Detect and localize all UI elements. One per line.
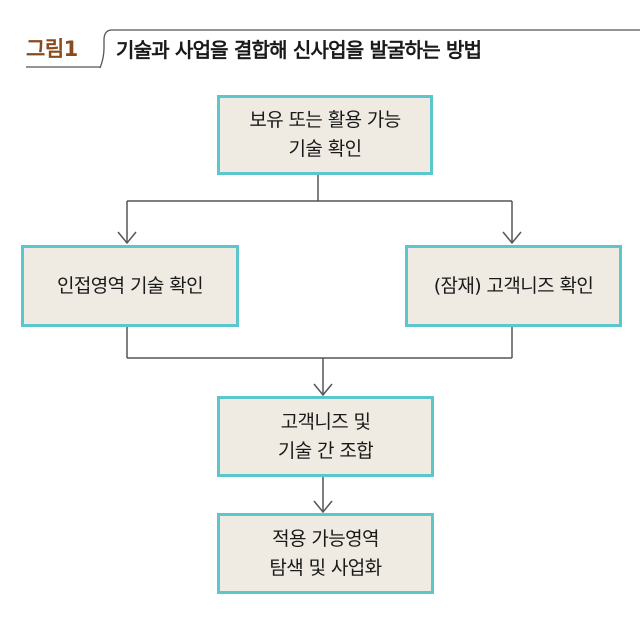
node-commercialization-line1: 적용 가능영역 [272, 527, 379, 550]
node-adjacent-technology: 인접영역 기술 확인 [21, 245, 239, 327]
figure-label: 그림1 [26, 37, 78, 61]
node-customer-needs-text: (잠재) 고객니즈 확인 [433, 274, 594, 297]
figure-header: 그림1 기술과 사업을 결합해 신사업을 발굴하는 방법 [0, 0, 640, 80]
node-commercialization-line2: 탐색 및 사업화 [269, 556, 382, 579]
node-combination-line1: 고객니즈 및 [280, 410, 371, 433]
arrowhead-merge [313, 383, 333, 397]
figure-title: 기술과 사업을 결합해 신사업을 발굴하는 방법 [116, 38, 482, 62]
arrowhead-step4 [313, 500, 333, 514]
arrowhead-left [117, 231, 137, 245]
node-owned-technology: 보유 또는 활용 가능 기술 확인 [217, 95, 433, 175]
node-combination: 고객니즈 및 기술 간 조합 [217, 396, 434, 477]
node-adjacent-technology-text: 인접영역 기술 확인 [57, 274, 204, 297]
node-combination-line2: 기술 간 조합 [277, 439, 374, 462]
node-customer-needs: (잠재) 고객니즈 확인 [405, 245, 622, 327]
arrowhead-right [502, 231, 522, 245]
node-commercialization: 적용 가능영역 탐색 및 사업화 [217, 513, 434, 594]
header-bracket-line [99, 29, 640, 69]
node-owned-technology-line2: 기술 확인 [288, 138, 363, 160]
node-owned-technology-line1: 보유 또는 활용 가능 [249, 109, 401, 131]
